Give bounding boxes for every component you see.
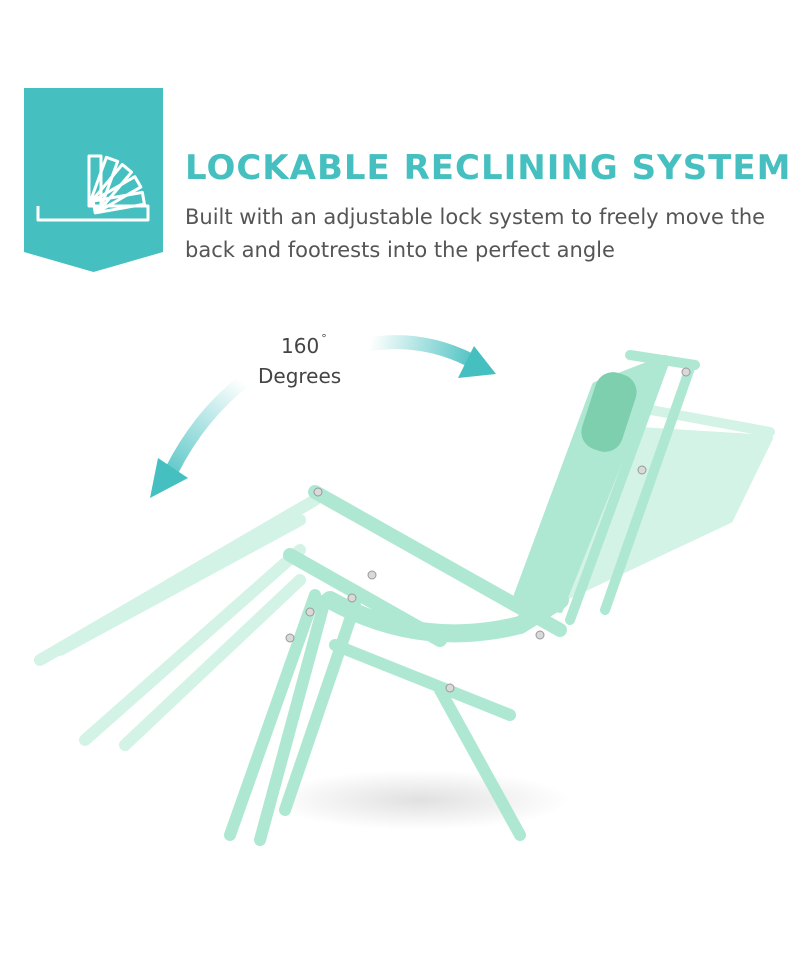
feature-title: LOCKABLE RECLINING SYSTEM [185,148,792,188]
feature-banner [24,88,163,272]
ghost-footrest [34,494,321,751]
chair-legs [224,589,526,846]
frame-rivets [285,367,691,693]
feature-description: Built with an adjustable lock system to … [185,205,766,262]
seat-sling [321,591,569,643]
angle-unit: Degrees [258,364,342,388]
angle-value: 160° [281,332,327,358]
headrest-pillow [581,372,637,452]
recline-fan-icon [36,154,150,222]
arrow-head-left [150,458,188,498]
arrow-head-right [458,346,496,378]
